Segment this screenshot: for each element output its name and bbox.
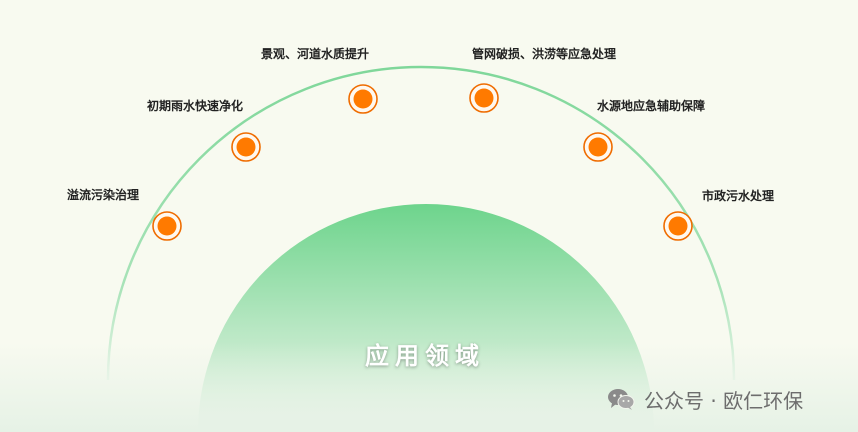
center-dome: [198, 204, 654, 432]
node-label-overflow-pollution: 溢流污染治理: [67, 188, 140, 202]
center-title: 应用领域: [365, 342, 485, 370]
wechat-icon: [608, 389, 635, 410]
node-label-municipal-sewage: 市政污水处理: [702, 189, 775, 203]
watermark: 公众号 · 欧仁环保: [606, 385, 803, 413]
node-dot: [353, 89, 373, 109]
arc-node-marker: [152, 211, 182, 241]
arc-node-marker: [469, 83, 499, 113]
node-label-water-source: 水源地应急辅助保障: [597, 99, 706, 113]
arc-node-marker: [663, 211, 693, 241]
node-dot: [474, 88, 494, 108]
node-label-landscape-river: 景观、河道水质提升: [261, 47, 370, 61]
node-label-pipe-emergency: 管网破损、洪涝等应急处理: [472, 47, 617, 61]
arc-node-marker: [583, 132, 613, 162]
watermark-text: 公众号 · 欧仁环保: [644, 388, 804, 413]
arc-node-marker: [348, 84, 378, 114]
node-label-initial-rainwater: 初期雨水快速净化: [147, 99, 244, 113]
node-dot: [236, 137, 256, 157]
node-dot: [668, 216, 688, 236]
arc-node-marker: [231, 132, 261, 162]
outer-arc: [106, 65, 736, 381]
node-dot: [588, 137, 608, 157]
node-dot: [157, 216, 177, 236]
